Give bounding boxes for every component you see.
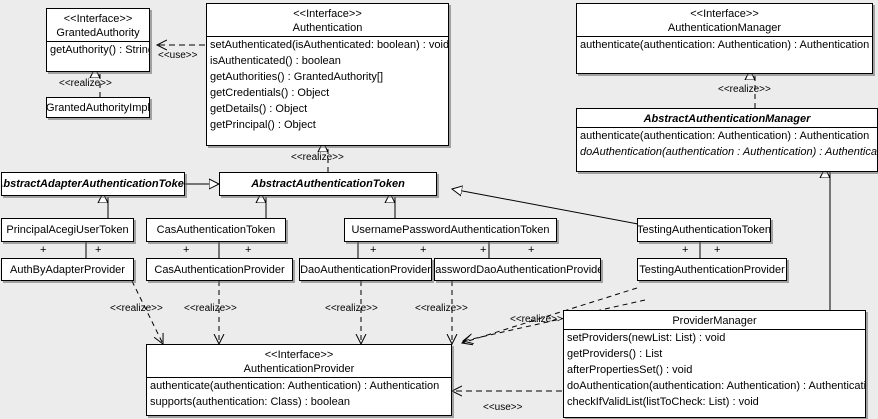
operations-compartment: setAuthenticated(isAuthenticated: boolea… [207, 37, 448, 133]
class-header: <<Interface>> AuthenticationProvider [147, 345, 451, 377]
class-name: AuthenticationManager [667, 22, 782, 34]
relationship-label-realize-dao-authentication-provider: <<realize>> [325, 303, 378, 314]
class-abstract-adapter-authentication-token[interactable]: AbstractAdapterAuthenticationToken [1, 172, 185, 196]
association-plus: + [183, 244, 190, 256]
class-name: UsernamePasswordAuthenticationToken [351, 224, 550, 236]
relationship-label-realize-abstract-authentication-manager: <<realize>> [718, 84, 771, 95]
operation: afterPropertiesSet() : void [567, 364, 693, 376]
operation: doAuthentication(authentication: Authent… [567, 380, 866, 392]
association-plus: + [682, 244, 689, 256]
relationship-label-realize-auth-by-adapter-provider: <<realize>> [110, 303, 163, 314]
class-cas-authentication-token[interactable]: CasAuthenticationToken [146, 218, 286, 242]
class-principal-acegi-user-token[interactable]: PrincipalAcegiUserToken [1, 218, 134, 242]
operation: getAuthority() : String [50, 44, 150, 56]
class-name: ProviderManager [672, 315, 757, 327]
association-plus: + [420, 244, 427, 256]
divider [47, 41, 149, 42]
class-header: <<Interface>> AuthenticationManager [577, 4, 872, 36]
class-abstract-authentication-manager[interactable]: AbstractAuthenticationManager authentica… [576, 108, 878, 172]
class-provider-manager[interactable]: ProviderManager setProviders(newList: Li… [563, 310, 866, 418]
stereotype-label: <<Interface>> [293, 8, 362, 20]
class-name: GrantedAuthorityImpl [46, 101, 150, 114]
class-name: AbstractAuthenticationToken [251, 178, 405, 190]
class-auth-by-adapter-provider[interactable]: AuthByAdapterProvider [1, 258, 134, 281]
relationship-label-use-provider-manager: <<use>> [483, 402, 523, 413]
association-plus: + [370, 244, 377, 256]
class-name: TestingAuthenticationProvider [639, 263, 785, 276]
class-name: TestingAuthenticationToken [637, 224, 771, 236]
divider [147, 377, 451, 378]
stereotype-label: <<Interface>> [63, 13, 133, 25]
operation: checkIfValidList(listToCheck: List) : vo… [567, 396, 759, 408]
operation: setProviders(newList: List) : void [567, 332, 726, 344]
association-plus: + [95, 244, 102, 256]
divider [564, 329, 865, 330]
operation: authenticate(authentication: Authenticat… [150, 380, 440, 392]
relationship-label-realize-cas-authentication-provider: <<realize>> [184, 303, 237, 314]
class-name: PrincipalAcegiUserToken [6, 224, 129, 236]
operation: isAuthenticated() : boolean [210, 55, 341, 67]
relationship-label-realize-password-dao-authentication-provider: <<realize>> [415, 303, 468, 314]
operations-compartment: authenticate(authentication: Authenticat… [577, 37, 872, 53]
stereotype-label: <<Interface>> [690, 8, 759, 20]
association-plus: + [714, 244, 721, 256]
class-name: DaoAuthenticationProvider [300, 263, 431, 276]
class-name: CasAuthenticationProvider [154, 263, 285, 276]
operations-compartment: authenticate(authentication: Authenticat… [577, 128, 877, 160]
divider [577, 36, 872, 37]
class-name: PasswordDaoAuthenticationProvider [434, 263, 601, 276]
class-authentication-provider[interactable]: <<Interface>> AuthenticationProvider aut… [146, 344, 452, 416]
class-name: AuthenticationProvider [243, 363, 355, 375]
class-name: CasAuthenticationToken [156, 224, 276, 236]
divider [577, 127, 877, 128]
class-abstract-authentication-token[interactable]: AbstractAuthenticationToken [219, 172, 437, 196]
class-name: GrantedAuthority [56, 27, 140, 39]
divider [207, 36, 448, 37]
operation: doAuthentication(authentication : Authen… [580, 146, 878, 158]
class-header: ProviderManager [564, 311, 865, 329]
class-testing-authentication-token[interactable]: TestingAuthenticationToken [637, 218, 771, 242]
association-plus: + [245, 244, 252, 256]
class-authentication[interactable]: <<Interface>> Authentication setAuthenti… [206, 3, 449, 146]
class-header: <<Interface>> Authentication [207, 4, 448, 36]
operations-compartment: getAuthority() : String [47, 42, 149, 58]
class-name: AuthByAdapterProvider [10, 263, 125, 276]
class-header: <<Interface>> GrantedAuthority [47, 9, 149, 41]
relationship-label-realize-abstract-authentication-token: <<realize>> [291, 152, 344, 163]
operation: getDetails() : Object [210, 103, 308, 115]
association-plus: + [528, 244, 535, 256]
operation: supports(authentication: Class) : boolea… [150, 396, 350, 408]
operations-compartment: authenticate(authentication: Authenticat… [147, 378, 451, 410]
class-cas-authentication-provider[interactable]: CasAuthenticationProvider [146, 258, 293, 281]
class-authentication-manager[interactable]: <<Interface>> AuthenticationManager auth… [576, 3, 873, 74]
class-dao-authentication-provider[interactable]: DaoAuthenticationProvider [299, 258, 432, 281]
operation: authenticate(authentication: Authenticat… [580, 39, 870, 51]
relationship-label-realize-granted-authority-impl: <<realize>> [59, 78, 112, 89]
operation: getProviders() : List [567, 348, 663, 360]
class-testing-authentication-provider[interactable]: TestingAuthenticationProvider [637, 258, 787, 281]
class-username-password-authentication-token[interactable]: UsernamePasswordAuthenticationToken [344, 218, 557, 242]
association-plus: + [40, 244, 47, 256]
operation: getAuthorities() : GrantedAuthority[] [210, 71, 384, 83]
relationship-label-realize-provider-manager: <<realize>> [510, 314, 563, 325]
operations-compartment: setProviders(newList: List) : void getPr… [564, 330, 865, 410]
class-name: AbstractAdapterAuthenticationToken [1, 178, 185, 190]
operation: getCredentials() : Object [210, 87, 330, 99]
relationship-label-use-auth-granted: <<use>> [158, 50, 198, 61]
operation: getPrincipal() : Object [210, 119, 316, 131]
association-plus: + [480, 244, 487, 256]
class-granted-authority[interactable]: <<Interface>> GrantedAuthority getAuthor… [46, 8, 150, 72]
class-name: Authentication [292, 22, 363, 34]
stereotype-label: <<Interface>> [264, 349, 334, 361]
operation: authenticate(authentication: Authenticat… [580, 130, 870, 142]
class-granted-authority-impl[interactable]: GrantedAuthorityImpl [46, 97, 150, 118]
class-password-dao-authentication-provider[interactable]: PasswordDaoAuthenticationProvider [434, 258, 601, 281]
class-name: AbstractAuthenticationManager [643, 113, 811, 125]
class-header: AbstractAuthenticationManager [577, 109, 877, 127]
operation: setAuthenticated(isAuthenticated: boolea… [210, 39, 449, 51]
